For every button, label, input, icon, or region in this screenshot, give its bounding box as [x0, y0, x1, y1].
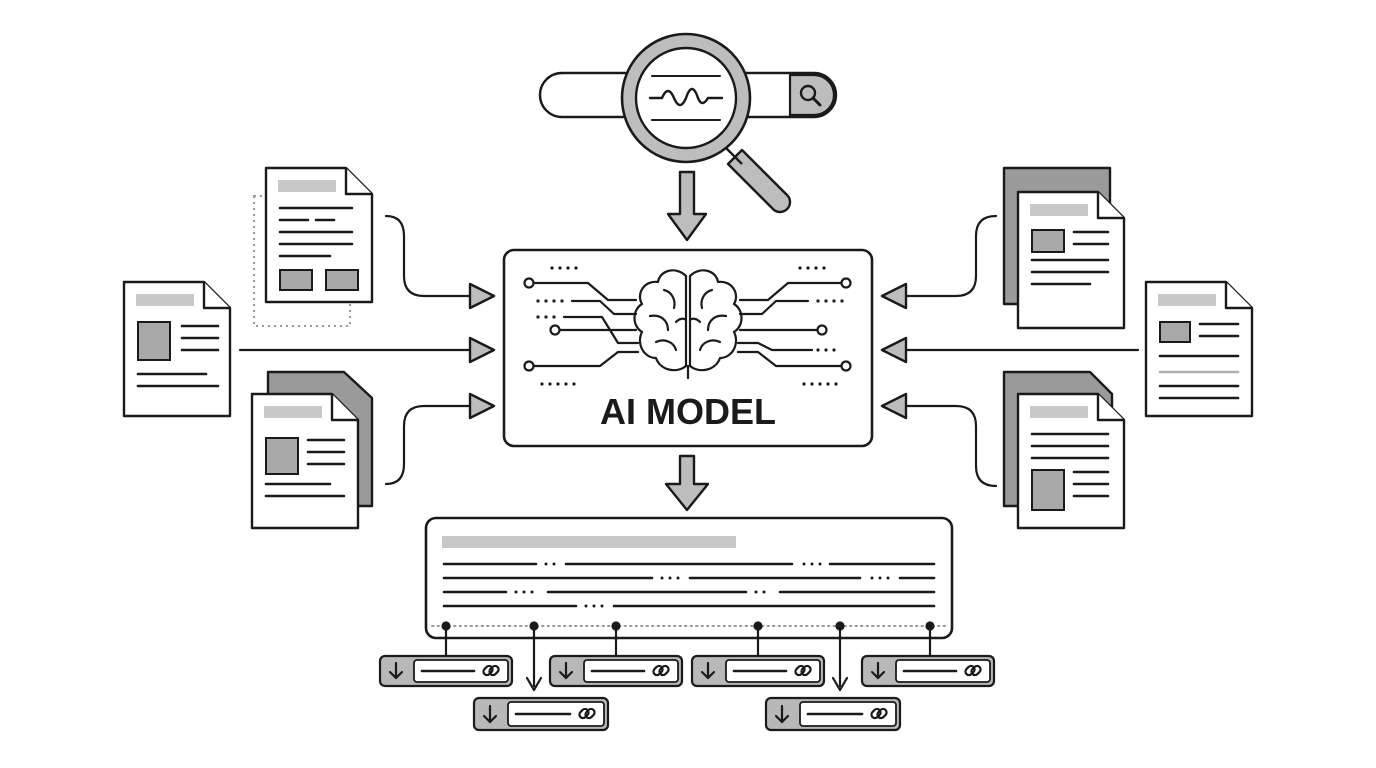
- connector-left-middle: [238, 336, 496, 364]
- document-icon: [250, 370, 374, 530]
- source-chip[interactable]: [690, 654, 826, 688]
- search-button-icon[interactable]: [799, 84, 822, 107]
- ai-model-box: AI MODEL: [502, 248, 874, 448]
- magnifier-icon: [620, 32, 792, 214]
- connector-right-top: [880, 214, 998, 310]
- link-icon[interactable]: [482, 664, 500, 677]
- circuit-traces-left: [523, 266, 640, 386]
- brain-circuit-icon: [633, 269, 743, 380]
- download-arrow-icon[interactable]: [388, 661, 404, 680]
- document-icon: [122, 280, 232, 418]
- link-icon[interactable]: [578, 707, 596, 720]
- document-icon: [1144, 280, 1254, 418]
- circuit-traces-right: [736, 266, 852, 386]
- download-arrow-icon[interactable]: [870, 661, 886, 680]
- source-chip[interactable]: [378, 654, 514, 688]
- connector-right-bottom: [880, 392, 998, 488]
- download-arrow-icon[interactable]: [774, 704, 790, 724]
- link-icon[interactable]: [652, 664, 670, 677]
- output-panel: [424, 516, 954, 640]
- connector-left-bottom: [384, 392, 496, 486]
- model-label: AI MODEL: [600, 391, 776, 432]
- citation-connectors: [441, 621, 935, 692]
- connector-left-top: [384, 214, 496, 310]
- arrow-model-to-output: [664, 454, 710, 512]
- arrow-search-to-model: [666, 170, 708, 242]
- document-icon: [253, 166, 374, 327]
- source-chip[interactable]: [548, 654, 684, 688]
- link-icon[interactable]: [870, 707, 888, 720]
- source-chip[interactable]: [860, 654, 996, 688]
- link-icon[interactable]: [964, 664, 982, 677]
- source-chip[interactable]: [472, 696, 610, 732]
- connector-right-middle: [880, 336, 1140, 364]
- download-arrow-icon[interactable]: [700, 661, 716, 680]
- document-icon: [1002, 166, 1126, 330]
- document-icon: [1002, 370, 1126, 530]
- download-arrow-icon[interactable]: [558, 661, 574, 680]
- source-chip[interactable]: [764, 696, 902, 732]
- download-arrow-icon[interactable]: [482, 704, 498, 724]
- link-icon[interactable]: [794, 664, 812, 677]
